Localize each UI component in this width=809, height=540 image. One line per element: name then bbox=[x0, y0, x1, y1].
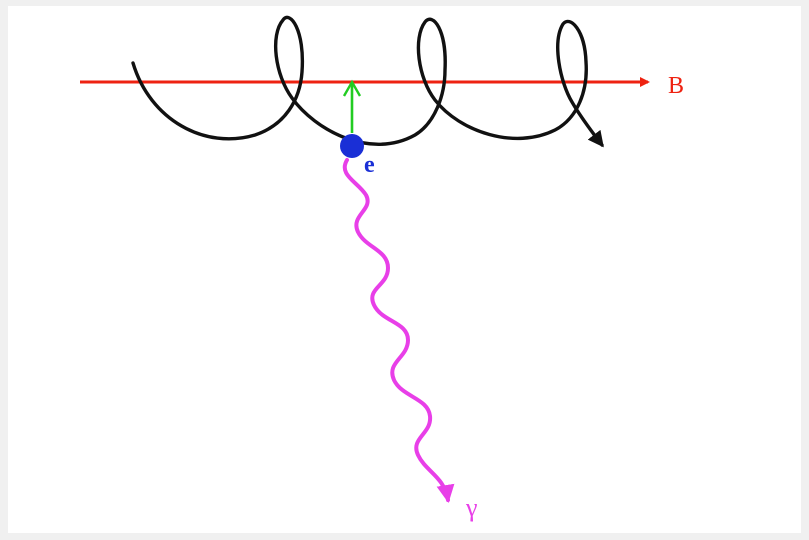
electron-dot-icon bbox=[340, 134, 364, 158]
diagram-canvas bbox=[8, 6, 801, 533]
field-label: B bbox=[668, 73, 684, 99]
photon-wave-icon bbox=[342, 158, 455, 503]
photon-label: γ bbox=[465, 493, 478, 522]
electron-label: e bbox=[364, 152, 375, 178]
velocity-arrow-icon bbox=[342, 79, 362, 133]
helix-trajectory-icon bbox=[131, 15, 604, 148]
